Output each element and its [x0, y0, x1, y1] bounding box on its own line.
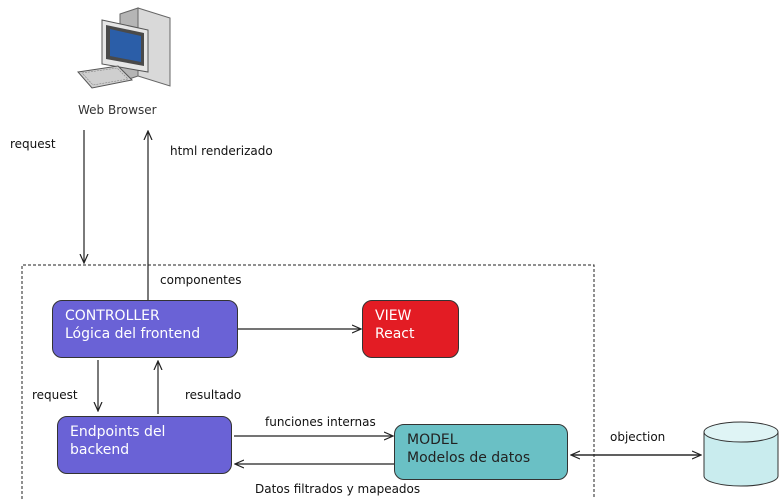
view-subtitle: React: [375, 326, 415, 342]
result-label: resultado: [185, 388, 242, 402]
model-subtitle: Modelos de datos: [407, 450, 531, 466]
computer-monitor-icon: [77, 7, 171, 89]
browser-label: Web Browser: [78, 103, 157, 117]
request-top-label: request: [10, 137, 56, 151]
controller-title: CONTROLLER: [65, 308, 160, 324]
components-label: componentes: [160, 273, 242, 287]
view-title: VIEW: [375, 308, 412, 324]
model-title: MODEL: [407, 432, 458, 448]
internal-functions-label: funciones internas: [265, 415, 376, 429]
view-box: VIEW React: [362, 300, 459, 358]
endpoints-line2: backend: [70, 442, 130, 458]
endpoints-line1: Endpoints del: [70, 424, 166, 440]
html-rendered-label: html renderizado: [170, 144, 273, 158]
filtered-data-label: Datos filtrados y mapeados: [255, 482, 421, 496]
model-box: MODEL Modelos de datos: [394, 424, 568, 480]
database-cylinder-icon: [703, 421, 779, 487]
frontend-boundary: [21, 264, 595, 499]
request-mid-label: request: [32, 388, 78, 402]
controller-box: CONTROLLER Lógica del frontend: [52, 300, 238, 358]
endpoints-box: Endpoints del backend: [57, 416, 232, 474]
objection-label: objection: [610, 430, 666, 444]
controller-subtitle: Lógica del frontend: [65, 326, 201, 342]
